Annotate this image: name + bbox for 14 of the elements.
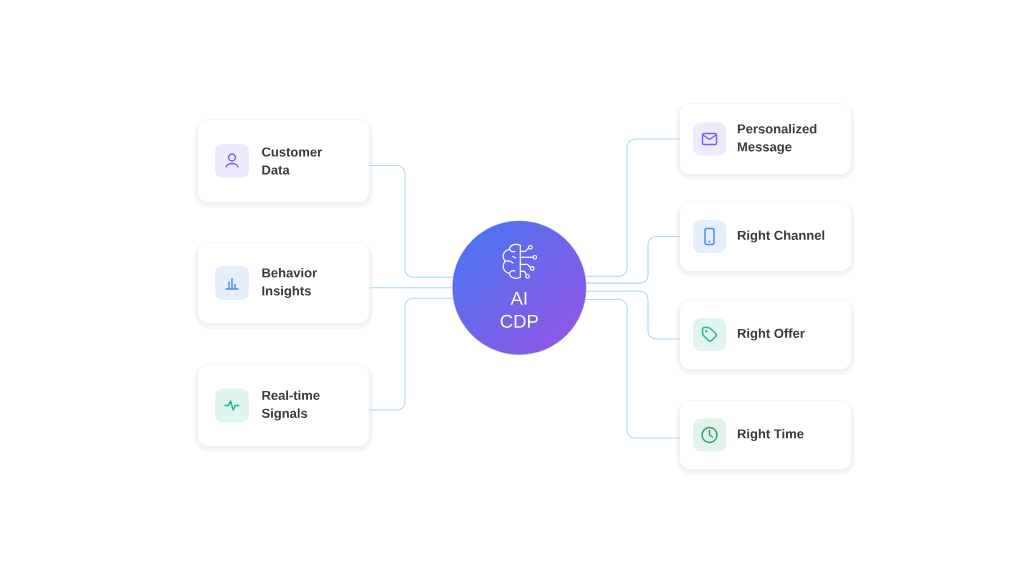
info-card: Right Offer	[676, 299, 855, 375]
info-card: Right Time	[676, 400, 855, 475]
info-card: Real-time Signals	[194, 364, 373, 452]
connector-line	[368, 297, 454, 411]
info-card: Personalized Message	[676, 103, 855, 180]
connector-line	[368, 164, 454, 278]
connector-line	[368, 287, 453, 289]
connector-line	[584, 298, 681, 439]
connector-line	[585, 290, 681, 340]
info-card: Right Channel	[676, 201, 855, 277]
info-card: Behavior Insights	[194, 242, 373, 329]
connector-line	[584, 138, 681, 277]
connector-line	[585, 235, 681, 284]
info-card: Customer Data	[194, 119, 373, 208]
